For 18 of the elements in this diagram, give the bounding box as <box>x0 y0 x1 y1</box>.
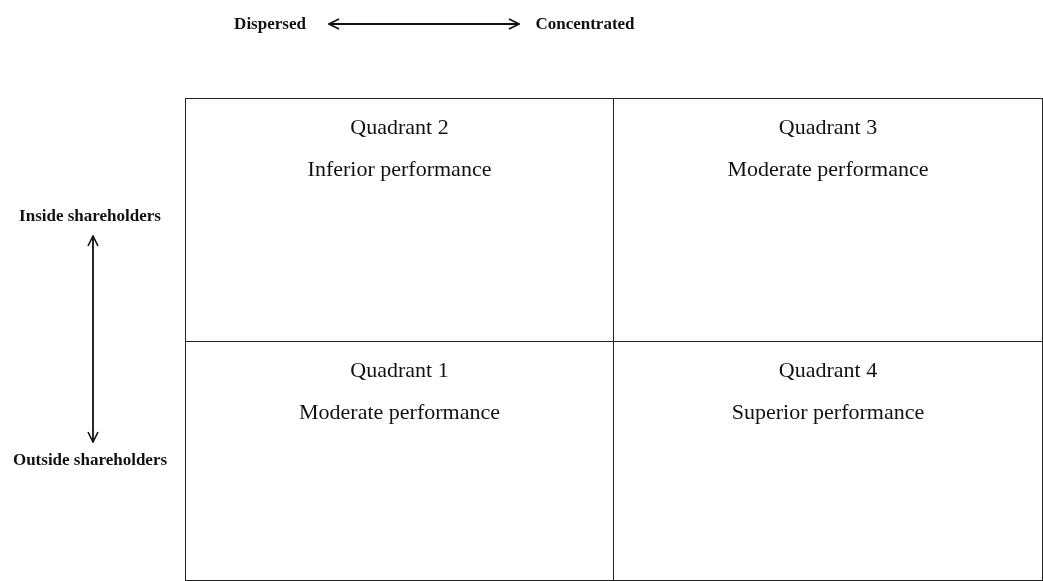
quadrant-title: Quadrant 1 <box>349 356 450 384</box>
double-arrow <box>87 235 99 443</box>
quadrant-box <box>613 341 1043 581</box>
axis-label: Inside shareholders <box>10 200 170 232</box>
quadrant-title: Quadrant 3 <box>777 113 879 141</box>
axis-label: Outside shareholders <box>10 440 170 479</box>
axis-label: Dispersed <box>215 14 325 34</box>
performance-label: Moderate performance <box>726 155 930 183</box>
axis-label: Concentrated <box>525 14 645 34</box>
quadrant-box <box>185 341 614 581</box>
performance-label: Inferior performance <box>306 155 493 183</box>
performance-label: Moderate performance <box>298 398 501 426</box>
quadrant-title: Quadrant 2 <box>349 113 450 141</box>
quadrant-box <box>185 98 614 342</box>
quadrant-box <box>613 98 1043 342</box>
performance-label: Superior performance <box>730 398 926 426</box>
double-arrow <box>328 18 520 30</box>
quadrant-title: Quadrant 4 <box>777 356 879 384</box>
